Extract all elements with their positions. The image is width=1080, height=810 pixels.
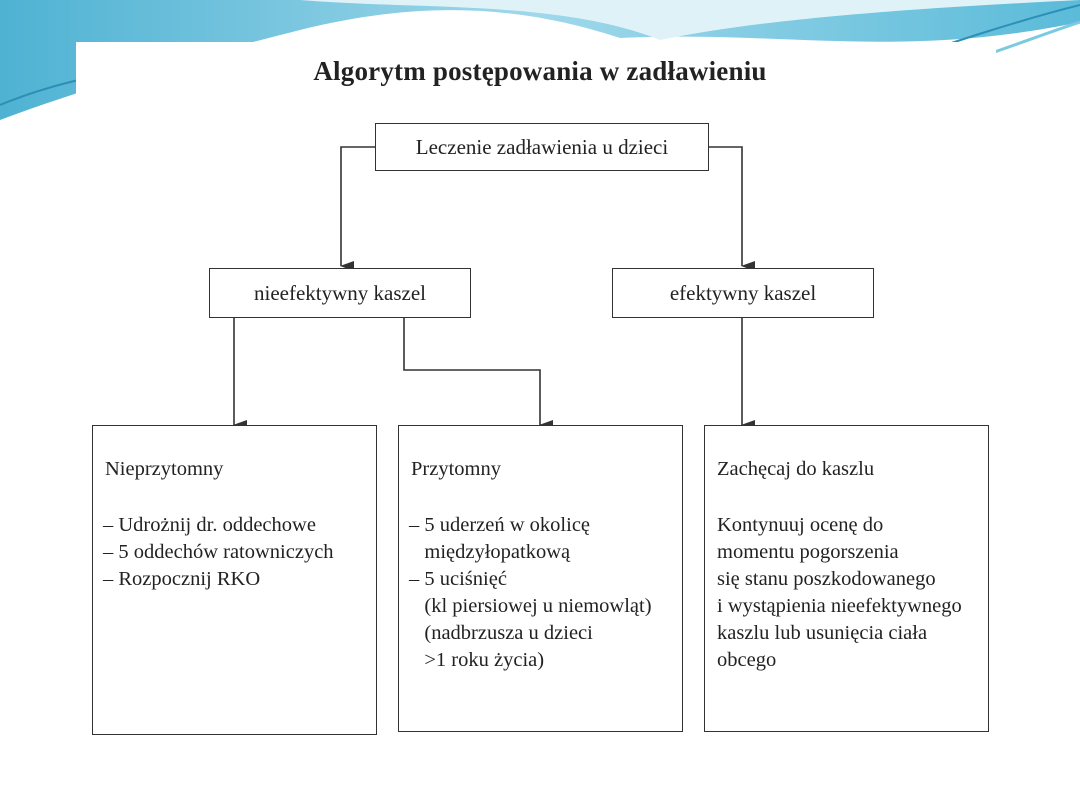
ineffective-cough-label: nieefektywny kaszel — [253, 280, 426, 305]
encourage-cough-text: Kontynuuj ocenę do momentu pogorszenia s… — [717, 514, 962, 671]
conscious-heading: Przytomny — [411, 458, 501, 480]
unconscious-step: – 5 oddechów ratowniczych — [103, 541, 334, 563]
ineffective-cough-node: nieefektywny kaszel — [209, 268, 471, 318]
conscious-box: Przytomny – 5 uderzeń w okolicę międzyło… — [398, 425, 683, 732]
unconscious-step: – Udrożnij dr. oddechowe — [103, 514, 316, 536]
conscious-step: – 5 uderzeń w okolicę — [409, 514, 591, 536]
unconscious-step: – Rozpocznij RKO — [103, 568, 261, 590]
conscious-step: >1 roku życia) — [409, 649, 545, 671]
unconscious-box: Nieprzytomny – Udrożnij dr. oddechowe – … — [92, 425, 377, 735]
conscious-step: międzyłopatkową — [409, 541, 571, 563]
encourage-cough-box: Zachęcaj do kaszlu Kontynuuj ocenę do mo… — [704, 425, 989, 732]
conscious-step: (kl piersiowej u niemowląt) — [409, 595, 652, 617]
effective-cough-node: efektywny kaszel — [612, 268, 874, 318]
root-node-label: Leczenie zadławienia u dzieci — [415, 134, 669, 159]
unconscious-heading: Nieprzytomny — [105, 458, 224, 480]
top-wave — [0, 0, 1080, 120]
unconscious-steps: – Udrożnij dr. oddechowe – 5 oddechów ra… — [103, 512, 334, 593]
conscious-steps: – 5 uderzeń w okolicę międzyłopatkową – … — [409, 512, 652, 674]
top-wave-light — [300, 0, 1080, 40]
root-node: Leczenie zadławienia u dzieci — [375, 123, 709, 171]
encourage-cough-heading: Zachęcaj do kaszlu — [717, 458, 875, 480]
conscious-step: – 5 uciśnięć — [409, 568, 507, 590]
conscious-step: (nadbrzusza u dzieci — [409, 622, 593, 644]
page-title: Algorytm postępowania w zadławieniu — [313, 56, 767, 86]
effective-cough-label: efektywny kaszel — [669, 280, 817, 305]
